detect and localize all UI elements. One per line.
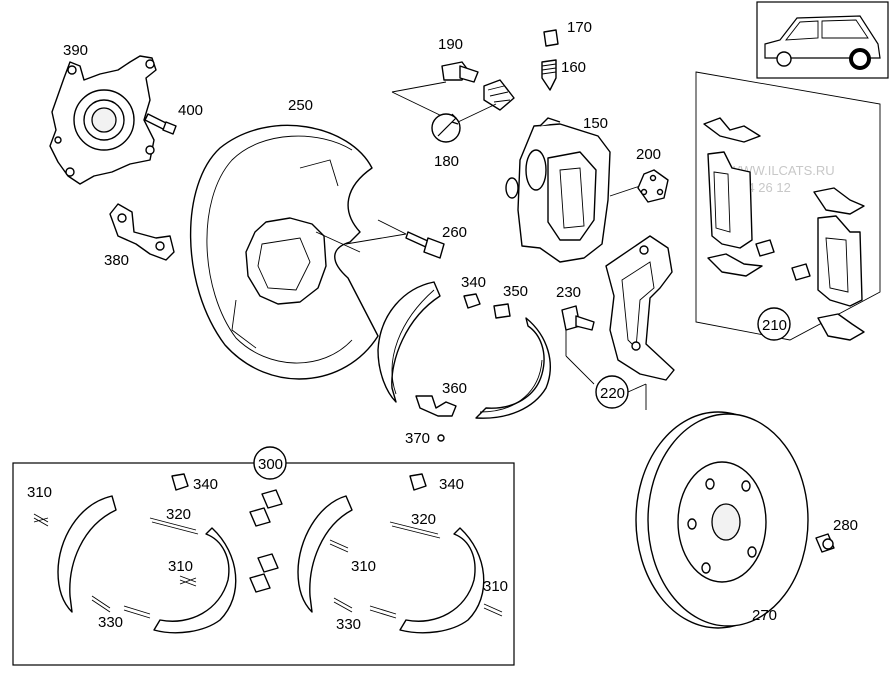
label-260: 260 bbox=[442, 224, 467, 241]
part-150-brake-caliper[interactable] bbox=[505, 117, 611, 263]
label-150: 150 bbox=[583, 115, 608, 132]
part-parking-shoe-left[interactable] bbox=[377, 281, 441, 403]
part-190-guide-sleeve[interactable] bbox=[483, 79, 515, 111]
label-340: 340 bbox=[461, 274, 486, 291]
label-330b: 330 bbox=[336, 616, 361, 633]
label-210: 210 bbox=[762, 317, 787, 334]
label-160: 160 bbox=[561, 59, 586, 76]
part-360-adjuster[interactable] bbox=[415, 395, 457, 417]
part-220-caliper-carrier[interactable] bbox=[605, 235, 675, 381]
part-parking-shoe-right[interactable] bbox=[475, 317, 551, 419]
label-350: 350 bbox=[503, 283, 528, 300]
label-380: 380 bbox=[104, 252, 129, 269]
part-250-backing-plate[interactable] bbox=[189, 124, 379, 380]
part-170-dust-cap[interactable] bbox=[543, 29, 559, 47]
label-300: 300 bbox=[258, 456, 283, 473]
label-250: 250 bbox=[288, 97, 313, 114]
label-310b: 310 bbox=[168, 558, 193, 575]
part-270-brake-disc[interactable] bbox=[635, 411, 809, 629]
label-340b: 340 bbox=[439, 476, 464, 493]
svg-text:WWW.ILCATS.RU: WWW.ILCATS.RU bbox=[728, 163, 835, 178]
label-320b: 320 bbox=[411, 511, 436, 528]
part-280-disc-screw[interactable] bbox=[815, 533, 835, 553]
label-310c: 310 bbox=[351, 558, 376, 575]
label-220-circle bbox=[565, 330, 647, 410]
label-360: 360 bbox=[442, 380, 467, 397]
leader-250 bbox=[315, 231, 361, 253]
label-200: 200 bbox=[636, 146, 661, 163]
part-390-wheel-carrier[interactable] bbox=[49, 55, 157, 185]
label-170: 170 bbox=[567, 19, 592, 36]
label-280: 280 bbox=[833, 517, 858, 534]
leader-260 bbox=[345, 233, 407, 245]
label-230: 230 bbox=[556, 284, 581, 301]
label-310a: 310 bbox=[27, 484, 52, 501]
label-210-circle bbox=[757, 307, 791, 341]
label-330a: 330 bbox=[98, 614, 123, 631]
part-370-clip[interactable] bbox=[437, 434, 445, 442]
part-210-brake-pad-set[interactable] bbox=[695, 71, 881, 341]
vehicle-locator-icon bbox=[756, 1, 889, 79]
label-180: 180 bbox=[434, 153, 459, 170]
label-220: 220 bbox=[600, 385, 625, 402]
part-340-nut[interactable] bbox=[463, 293, 481, 309]
label-320a: 320 bbox=[166, 506, 191, 523]
part-160-bleed-screw[interactable] bbox=[541, 59, 557, 91]
part-200-cover-plate[interactable] bbox=[609, 169, 669, 203]
part-350-sleeve[interactable] bbox=[493, 303, 511, 319]
label-340a: 340 bbox=[193, 476, 218, 493]
label-400: 400 bbox=[178, 102, 203, 119]
label-190: 190 bbox=[438, 36, 463, 53]
label-310d: 310 bbox=[483, 578, 508, 595]
label-270: 270 bbox=[752, 607, 777, 624]
part-180-tightening-torque bbox=[391, 81, 497, 143]
part-300-parking-brake-kit[interactable] bbox=[12, 446, 515, 666]
part-400-bolt[interactable] bbox=[144, 113, 177, 135]
part-260-bolt[interactable] bbox=[405, 231, 445, 259]
leader-260b bbox=[377, 219, 407, 235]
label-370: 370 bbox=[405, 430, 430, 447]
label-390: 390 bbox=[63, 42, 88, 59]
part-380-bracket[interactable] bbox=[109, 203, 175, 261]
part-230-bolt[interactable] bbox=[561, 305, 595, 331]
part-190-guide-bolt[interactable] bbox=[441, 61, 479, 83]
